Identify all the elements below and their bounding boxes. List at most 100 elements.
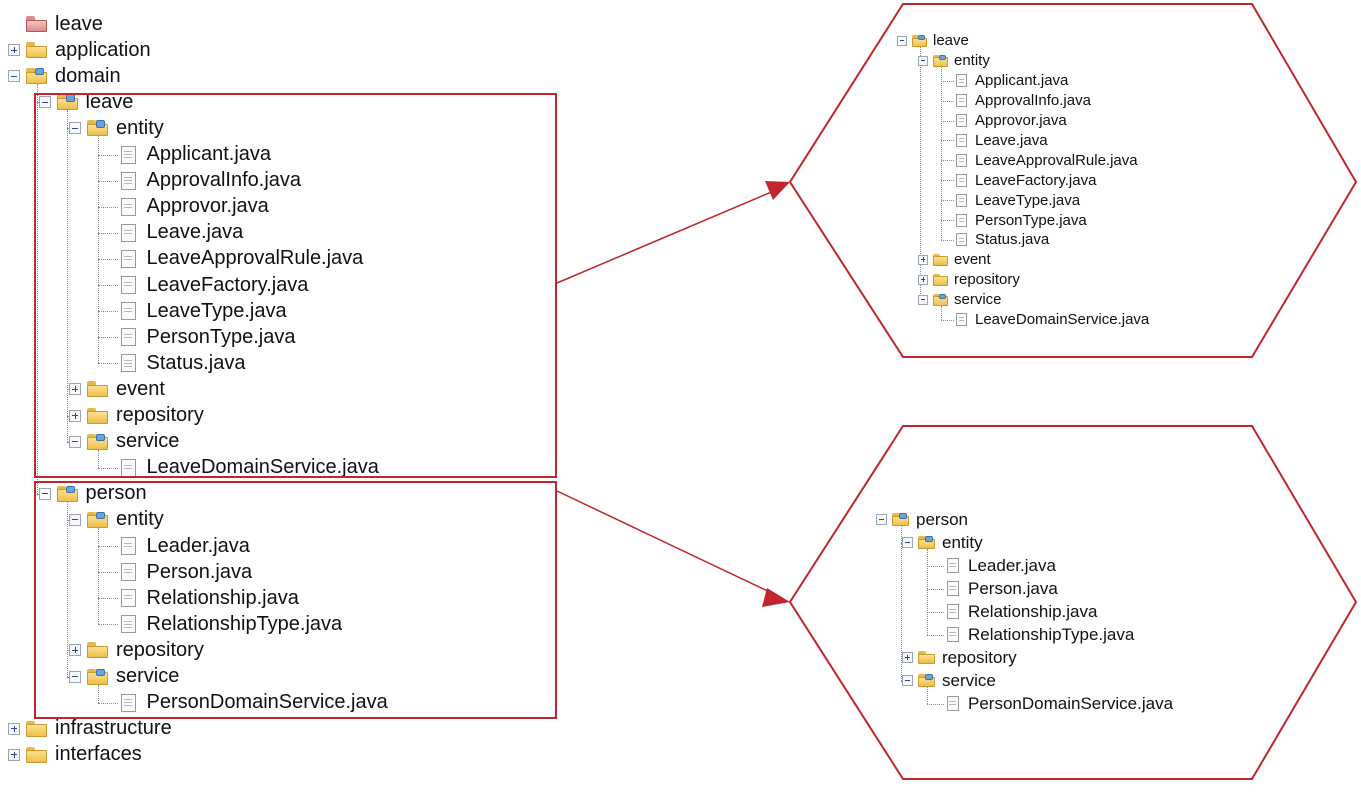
file-icon [956,313,967,327]
tree-connector-line [67,519,69,521]
tree-folder-item[interactable]: repository [918,270,1020,290]
tree-file-item[interactable]: Status.java [100,350,245,376]
tree-connector-line [926,634,944,636]
collapse-minus-icon[interactable] [38,96,51,109]
collapse-minus-icon[interactable] [69,122,81,135]
tree-connector-line [67,441,69,443]
tree-file-item[interactable]: LeaveDomainService.java [939,310,1149,330]
expand-plus-icon[interactable] [8,722,20,735]
tree-file-item[interactable]: Person.java [928,577,1058,600]
tree-file-item[interactable]: PersonType.java [939,210,1087,230]
tree-item-label-person: person [85,482,147,505]
tree-folder-item[interactable]: service [69,664,179,690]
file-icon [956,94,967,108]
tree-file-item[interactable]: Approvor.java [100,194,269,220]
tree-folder-item[interactable]: interfaces [8,742,142,768]
collapse-minus-icon[interactable] [8,70,20,83]
tree-folder-item[interactable]: leave [897,31,969,51]
expand-plus-icon[interactable] [8,44,20,57]
tree-file-item[interactable]: RelationshipType.java [100,611,342,637]
tree-folder-item[interactable]: repository [69,403,204,429]
expand-plus-icon[interactable] [69,409,81,422]
collapse-minus-icon[interactable] [918,55,928,66]
tree-connector-line [900,542,902,544]
tree-spacer [939,155,949,165]
tree-file-item[interactable]: Applicant.java [100,142,271,168]
expand-plus-icon[interactable] [918,274,928,285]
tree-file-item[interactable]: LeaveApprovalRule.java [100,246,363,272]
collapse-minus-icon[interactable] [69,513,81,526]
tree-folder-item[interactable]: entity [69,507,164,533]
collapse-minus-icon[interactable] [897,35,907,46]
collapse-minus-icon[interactable] [876,514,887,525]
expand-plus-icon[interactable] [69,644,81,657]
tree-folder-item[interactable]: service [69,429,179,455]
tree-file-item[interactable]: LeaveFactory.java [100,272,308,298]
tree-folder-item[interactable]: entity [902,531,983,554]
package-folder-icon [912,34,927,47]
tree-folder-item[interactable]: repository [902,646,1017,669]
expand-plus-icon[interactable] [8,748,20,761]
tree-file-item[interactable]: Leader.java [928,554,1056,577]
tree-connector-line [940,319,954,321]
tree-folder-item[interactable]: application [8,37,151,63]
collapse-minus-icon[interactable] [38,487,51,500]
tree-folder-item[interactable]: leave [8,11,103,37]
tree-file-item[interactable]: Applicant.java [939,71,1068,91]
tree-folder-item[interactable]: domain [8,63,121,89]
file-icon [120,302,136,321]
tree-file-item[interactable]: ApprovalInfo.java [939,91,1091,111]
expand-plus-icon[interactable] [69,383,81,396]
expand-plus-icon[interactable] [918,254,928,265]
tree-folder-item[interactable]: service [902,669,996,692]
tree-file-item[interactable]: Leave.java [939,131,1048,151]
tree-item-label-approvor-java: Approvor.java [975,112,1067,130]
tree-file-item[interactable]: RelationshipType.java [928,623,1134,646]
tree-file-item[interactable]: Relationship.java [100,585,299,611]
person-arrow-head [762,588,790,607]
file-icon [956,114,967,128]
tree-file-item[interactable]: LeaveFactory.java [939,170,1096,190]
tree-file-item[interactable]: Leader.java [100,533,250,559]
tree-item-label-leave: leave [55,12,103,35]
collapse-minus-icon[interactable] [69,435,81,448]
tree-file-item[interactable]: Leave.java [100,220,243,246]
tree-folder-item[interactable]: infrastructure [8,716,172,742]
tree-connector-line [926,703,944,705]
package-folder-icon [933,54,948,67]
collapse-minus-icon[interactable] [918,294,928,305]
tree-folder-item[interactable]: leave [38,89,133,115]
tree-folder-item[interactable]: person [876,508,968,531]
tree-folder-item[interactable]: event [918,250,991,270]
tree-file-item[interactable]: LeaveType.java [100,298,287,324]
tree-folder-item[interactable]: service [918,290,1002,310]
tree-folder-item[interactable]: entity [69,115,164,141]
tree-file-item[interactable]: Person.java [100,559,252,585]
tree-file-item[interactable]: LeaveApprovalRule.java [939,150,1138,170]
tree-folder-item[interactable]: event [69,376,165,402]
tree-folder-item[interactable]: person [38,481,147,507]
expand-plus-icon[interactable] [902,652,913,663]
tree-file-item[interactable]: ApprovalInfo.java [100,168,301,194]
file-icon [946,558,959,573]
tree-file-item[interactable]: PersonDomainService.java [928,692,1173,715]
tree-folder-item[interactable]: repository [69,637,204,663]
collapse-minus-icon[interactable] [902,537,913,548]
tree-file-item[interactable]: LeaveType.java [939,190,1080,210]
tree-item-label-relationship-java: Relationship.java [146,586,299,609]
tree-file-item[interactable]: LeaveDomainService.java [100,455,379,481]
tree-file-item[interactable]: PersonType.java [100,324,295,350]
collapse-minus-icon[interactable] [902,675,913,686]
tree-connector-line [940,100,954,102]
tree-file-item[interactable]: PersonDomainService.java [100,690,388,716]
tree-file-item[interactable]: Approvor.java [939,111,1067,131]
file-icon [120,615,136,634]
tree-file-item[interactable]: Relationship.java [928,600,1097,623]
leave-arrow-line [556,189,777,284]
collapse-minus-icon[interactable] [69,670,81,683]
tree-file-item[interactable]: Status.java [939,230,1049,250]
leave-highlight-box [34,93,557,478]
tree-connector-line [97,363,118,365]
file-icon [120,145,136,164]
tree-folder-item[interactable]: entity [918,51,990,71]
